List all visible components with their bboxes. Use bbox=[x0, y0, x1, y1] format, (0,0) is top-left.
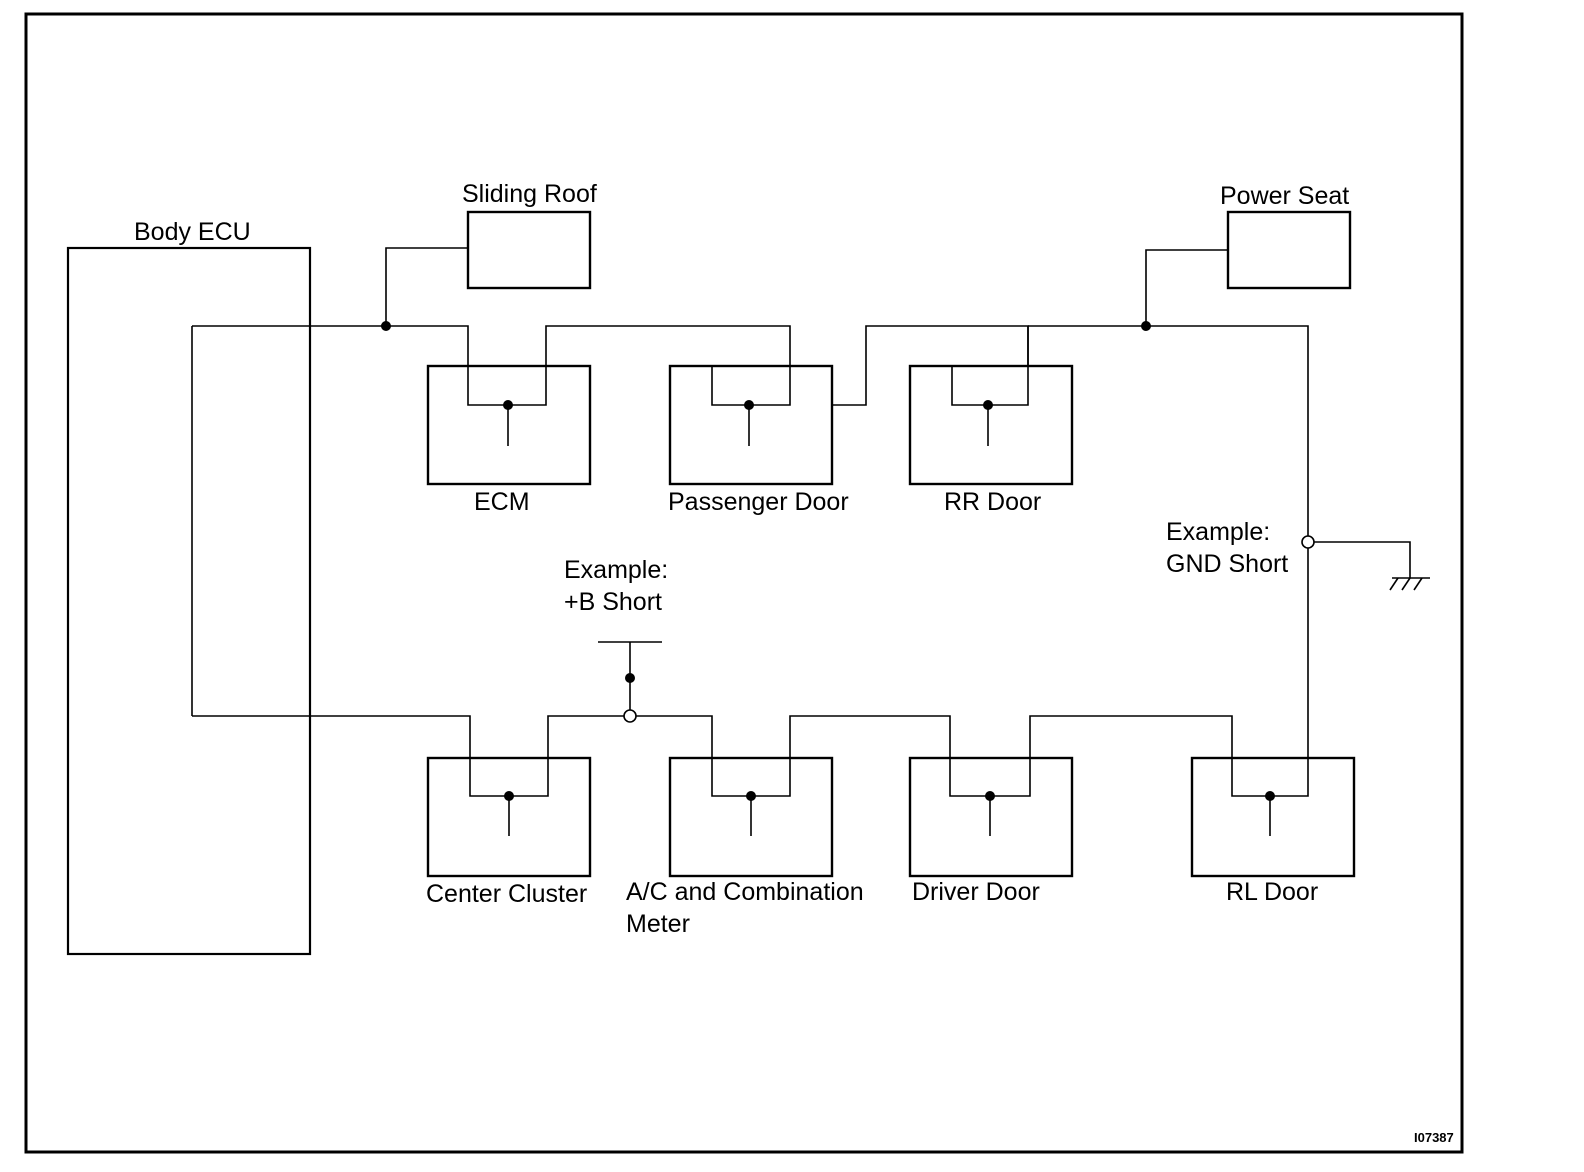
ac-combination-meter-label: A/C and Combination bbox=[626, 878, 864, 906]
ecm-label: ECM bbox=[474, 488, 530, 516]
sliding-roof-label: Sliding Roof bbox=[462, 180, 597, 208]
center-cluster-label: Center Cluster bbox=[426, 880, 587, 908]
power-seat-label: Power Seat bbox=[1220, 182, 1349, 210]
sliding-roof-box bbox=[466, 210, 592, 290]
driver-door-box bbox=[908, 756, 1074, 878]
ac-combination-meter-label-2: Meter bbox=[626, 910, 690, 938]
node-driver-door bbox=[908, 756, 1074, 878]
rl-door-label: RL Door bbox=[1226, 878, 1318, 906]
passenger-door-box bbox=[668, 364, 834, 486]
gnd-short-label-1: Example: bbox=[1166, 518, 1270, 546]
node-passenger-door bbox=[668, 364, 834, 486]
passenger-door-label: Passenger Door bbox=[668, 488, 849, 516]
b-short-label-2: +B Short bbox=[564, 588, 662, 616]
gnd-short-point bbox=[1301, 535, 1315, 549]
rr-door-label: RR Door bbox=[944, 488, 1041, 516]
node-ac-combination-meter bbox=[668, 756, 834, 878]
body-ecu-label: Body ECU bbox=[134, 218, 251, 246]
diagram-frame bbox=[24, 12, 1464, 1154]
b-short-label-1: Example: bbox=[564, 556, 668, 584]
b-short-point bbox=[623, 709, 637, 723]
driver-door-label: Driver Door bbox=[912, 878, 1040, 906]
junction-dots bbox=[381, 321, 1275, 801]
rr-door-box bbox=[908, 364, 1074, 486]
node-rl-door bbox=[1190, 756, 1356, 878]
rl-door-box bbox=[1190, 756, 1356, 878]
body-ecu-box bbox=[66, 246, 312, 956]
node-rr-door bbox=[908, 364, 1074, 486]
power-seat-box bbox=[1226, 210, 1352, 290]
ecm-box bbox=[426, 364, 592, 486]
node-center-cluster bbox=[426, 756, 592, 878]
gnd-short-label-2: GND Short bbox=[1166, 550, 1288, 578]
node-ecm bbox=[426, 364, 592, 486]
figure-code: I07387 bbox=[1414, 1130, 1454, 1145]
